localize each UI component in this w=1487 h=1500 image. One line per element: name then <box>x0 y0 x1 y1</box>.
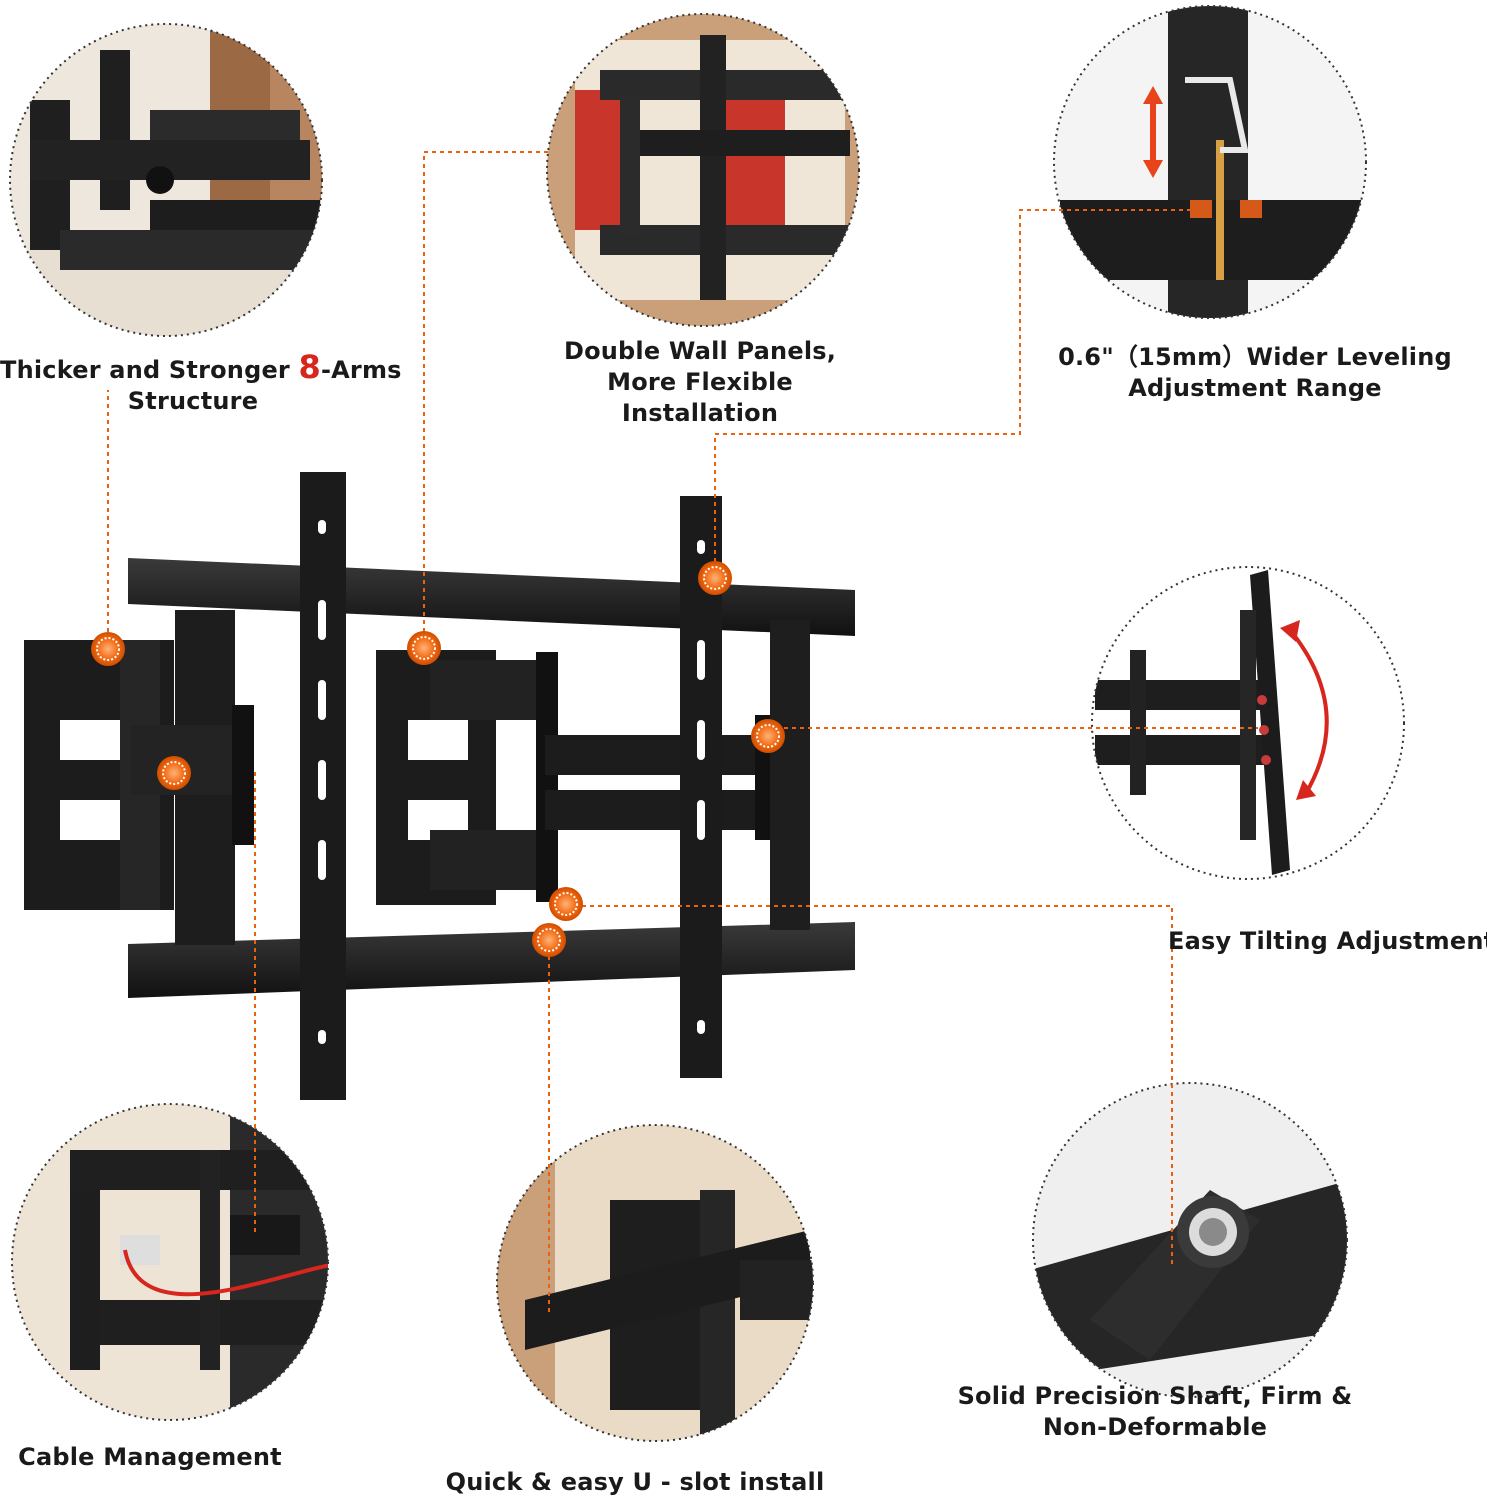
hotspot-dots <box>91 561 785 957</box>
shaft-line1: Solid Precision Shaft, Firm & <box>957 1382 1353 1410</box>
hotspot-tilting <box>751 719 785 753</box>
hotspot-shaft <box>549 887 583 921</box>
wall-panels-detail-circle <box>547 14 859 326</box>
cable-detail-circle <box>12 1104 328 1420</box>
leveling-label: 0.6"（15mm）Wider Leveling Adjustment Rang… <box>1040 342 1470 404</box>
hotspot-wall-panels <box>407 631 441 665</box>
hotspot-leveling <box>698 561 732 595</box>
wall-panels-label: Double Wall Panels, More Flexible Instal… <box>540 336 860 429</box>
leveling-line2: Adjustment Range <box>1128 374 1382 402</box>
tilting-line1: Easy Tilting Adjustment <box>1168 927 1487 955</box>
tv-mount-main <box>24 472 855 1100</box>
tilting-label: Easy Tilting Adjustment <box>1168 926 1487 957</box>
shaft-line2: Non-Deformable <box>1042 1413 1268 1441</box>
tilting-detail-circle <box>1092 567 1404 879</box>
arms-label-line2: Structure <box>127 387 259 415</box>
hotspot-uslot <box>532 923 566 957</box>
arms-detail-circle <box>10 24 322 336</box>
uslot-label: Quick & easy U - slot install <box>440 1467 830 1498</box>
arms-count-highlight: 8 <box>298 348 321 386</box>
connector-lines <box>107 151 1258 1316</box>
wall-panels-line2: More Flexible <box>607 368 793 396</box>
leveling-detail-circle <box>1054 6 1366 318</box>
uslot-line1: Quick & easy U - slot install <box>445 1468 825 1496</box>
uslot-detail-circle <box>497 1125 813 1441</box>
arms-label: Thicker and Stronger 8-Arms Structure <box>0 348 402 417</box>
wall-panels-line3: Installation <box>621 399 779 427</box>
arms-label-line1: Thicker and Stronger 8-Arms <box>0 348 402 386</box>
shaft-detail-circle <box>1033 1083 1347 1397</box>
cable-label: Cable Management <box>10 1442 290 1473</box>
hotspot-cable <box>157 756 191 790</box>
wall-panels-line1: Double Wall Panels, <box>563 337 837 365</box>
leveling-line1: 0.6"（15mm）Wider Leveling <box>1058 343 1452 371</box>
shaft-label: Solid Precision Shaft, Firm & Non-Deform… <box>955 1381 1355 1443</box>
cable-line1: Cable Management <box>18 1443 282 1471</box>
hotspot-arms <box>91 632 125 666</box>
